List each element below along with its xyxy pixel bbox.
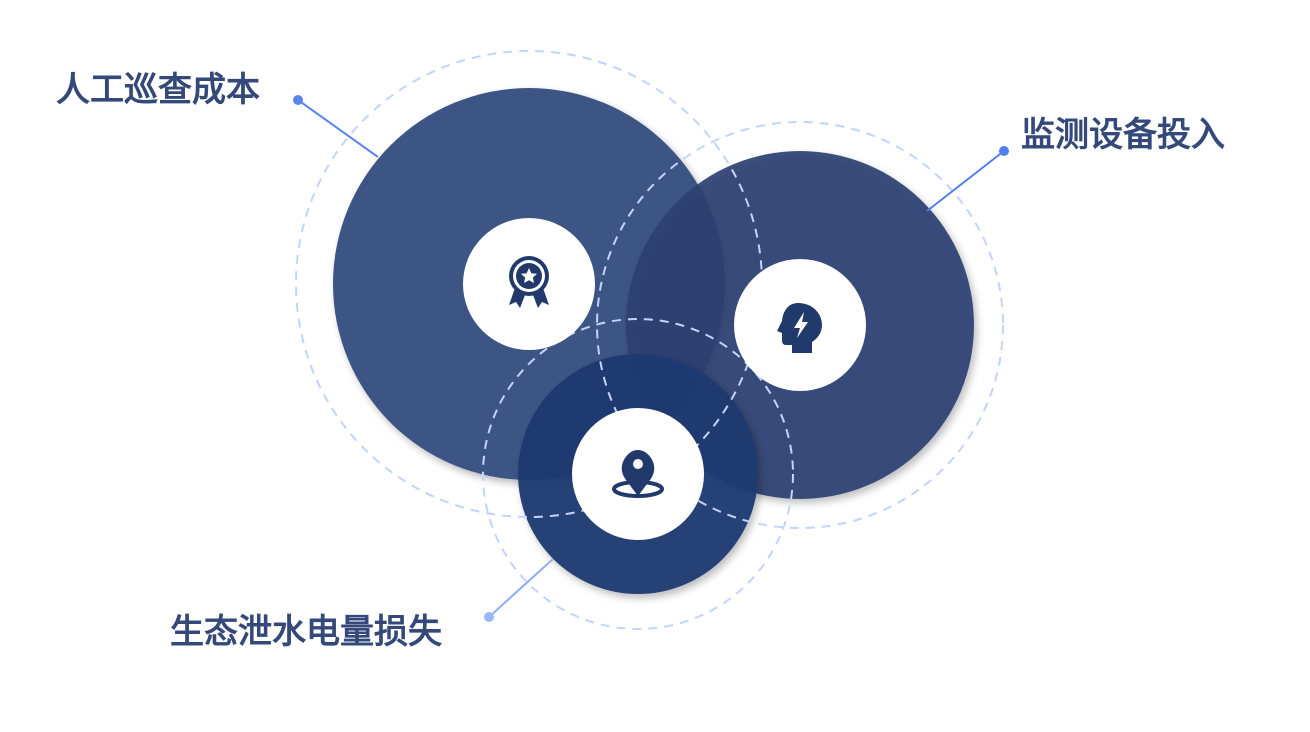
connector-2 [926, 146, 1009, 212]
connector-3 [484, 558, 554, 622]
award-medal-icon [509, 256, 549, 308]
dashed-ring-2 [596, 121, 1004, 529]
location-pin-icon [612, 450, 664, 498]
head-lightning-icon [777, 303, 822, 353]
dashed-ring-3 [482, 318, 794, 630]
label-manual-inspection-cost: 人工巡查成本 [56, 70, 260, 110]
label-ecological-discharge-power-loss: 生态泄水电量损失 [170, 612, 442, 652]
label-monitoring-equipment-investment: 监测设备投入 [1021, 115, 1225, 155]
connector-1 [293, 95, 379, 158]
